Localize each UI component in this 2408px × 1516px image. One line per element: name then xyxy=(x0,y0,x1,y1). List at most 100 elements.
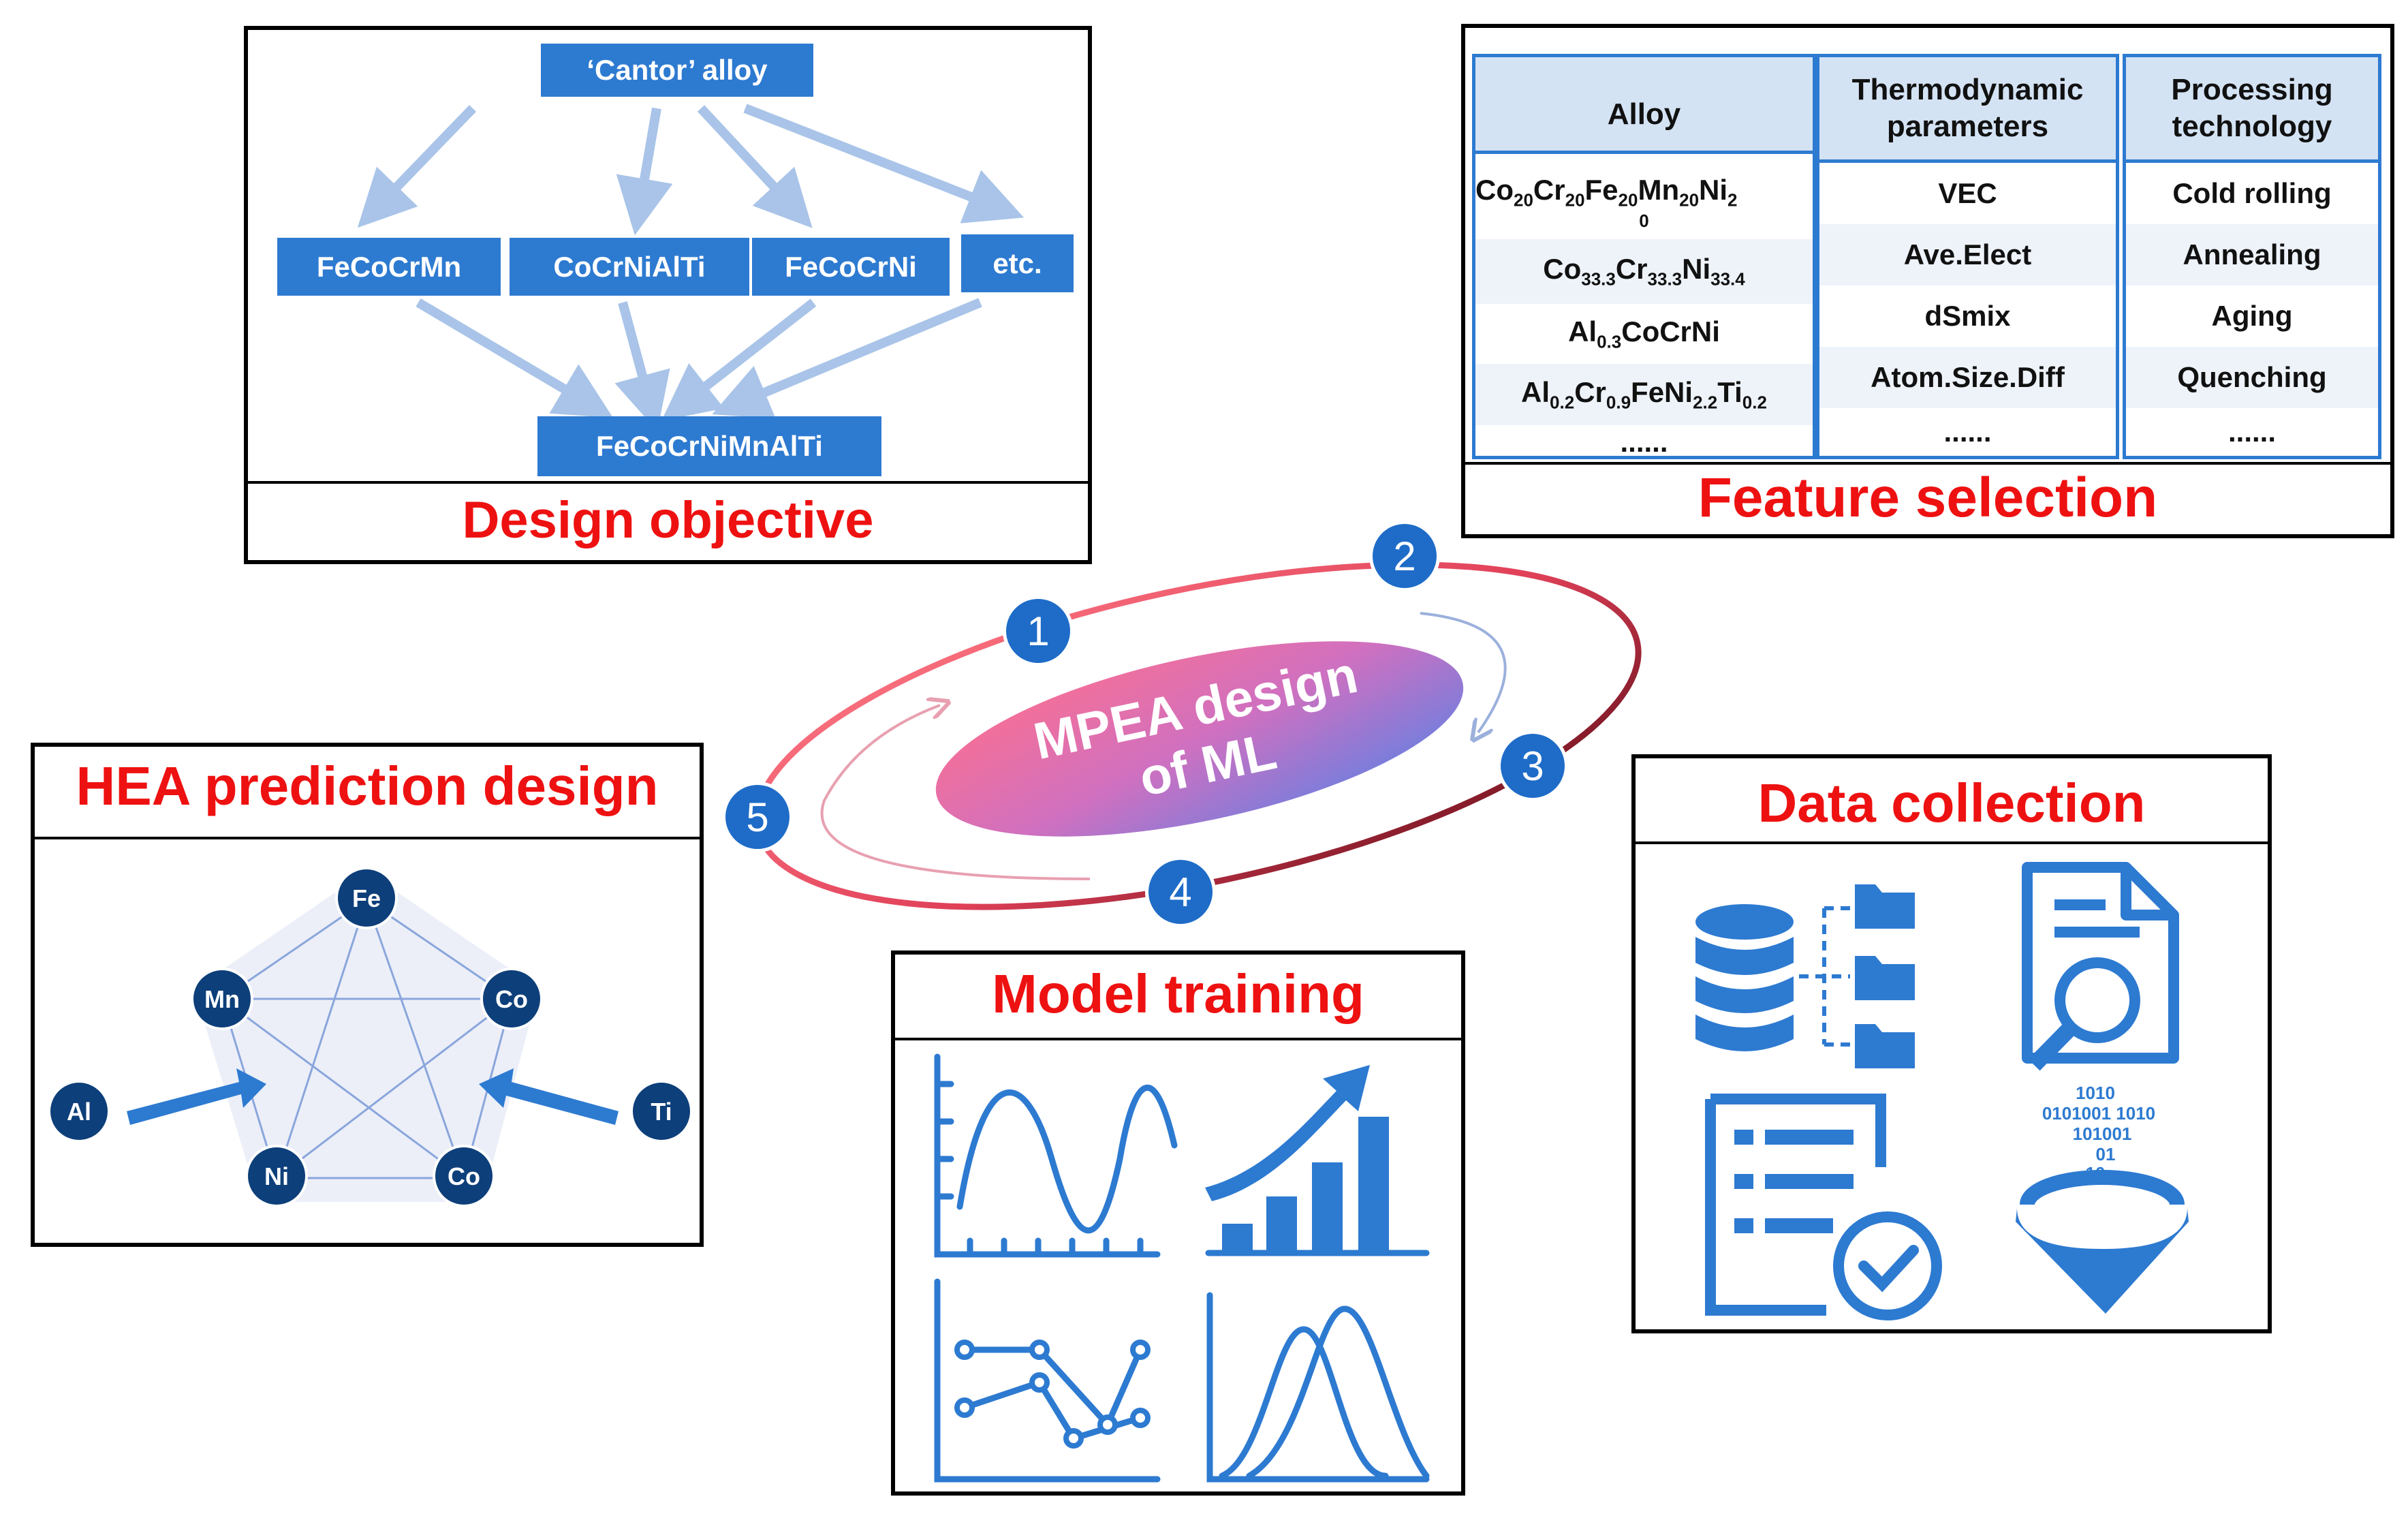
alloy-box-fecocrni: FeCoCrNi xyxy=(752,238,950,296)
node-al xyxy=(48,1080,110,1143)
design-objective-arrows xyxy=(357,104,1025,431)
center-pill xyxy=(935,641,1464,837)
thermo-value: ...... xyxy=(1943,416,1992,448)
thermo-row: Ave.Elect xyxy=(1819,224,2116,285)
star-edges xyxy=(219,897,515,1181)
hea-prediction-title: HEA prediction design xyxy=(76,756,659,816)
binary-line: 0101001 1010 xyxy=(2042,1103,2155,1124)
alloy-box-fecocrmn: FeCoCrMn xyxy=(277,238,501,296)
thermo-row: ...... xyxy=(1819,408,2116,456)
distribution-curves-icon xyxy=(1206,1292,1430,1483)
processing-row: Quenching xyxy=(2126,347,2378,408)
node-ti-label: Ti xyxy=(651,1098,672,1126)
model-training-panel: Model training xyxy=(891,950,1465,1496)
processing-row: Cold rolling xyxy=(2126,163,2378,224)
checklist-document-icon xyxy=(1705,1094,1942,1320)
thermo-row: dSmix xyxy=(1819,285,2116,347)
thermo-column-header: Thermodynamic parameters xyxy=(1819,57,2116,163)
node-ti xyxy=(630,1080,693,1143)
design-objective-title: Design objective xyxy=(462,491,874,549)
binary-line: 01 xyxy=(2096,1144,2116,1164)
processing-row: Aging xyxy=(2126,285,2378,347)
processing-value: ...... xyxy=(2227,416,2276,448)
alloy-box-cocrnialti: CoCrNiAlTi xyxy=(510,238,749,296)
step-badge-5: 5 xyxy=(722,782,793,852)
processing-value: Quenching xyxy=(2177,361,2327,393)
node-fe xyxy=(335,867,398,929)
thermo-row: VEC xyxy=(1819,163,2116,224)
divider xyxy=(895,1038,1461,1040)
design-objective-panel: ‘Cantor’ alloy FeCoCrMn CoCrNiAlTi FeCoC… xyxy=(244,26,1092,564)
node-co-bottom xyxy=(433,1145,495,1207)
alloy-formula: Co33.3Cr33.3Ni33.4 xyxy=(1543,253,1745,290)
processing-column-header: Processing technology xyxy=(2126,57,2378,163)
binary-line: 101001 xyxy=(2073,1124,2132,1144)
element-network: Fe Co Co Ni Mn Al Ti xyxy=(48,867,693,1207)
hea-prediction-panel: HEA prediction design Fe Co Co Ni Mn Al … xyxy=(31,743,704,1247)
divider xyxy=(1465,462,2390,465)
cycle-arrow-left xyxy=(820,705,1091,880)
processing-value: Annealing xyxy=(2183,238,2321,270)
alloy-row: Co33.3Cr33.3Ni33.4 xyxy=(1475,239,1813,304)
arrow-al-to-ni xyxy=(127,1068,266,1125)
node-co-bottom-label: Co xyxy=(448,1162,480,1190)
data-funnel-icon: 1010 0101001 1010 101001 01 10 xyxy=(2016,1083,2189,1314)
pentagon-background xyxy=(198,876,535,1202)
alloy-column: Alloy Co20Cr20Fe20Mn20Ni2 0 Co33.3Cr33.3… xyxy=(1472,54,1816,459)
feature-selection-title: Feature selection xyxy=(1698,467,2158,529)
alloy-box-etc: etc. xyxy=(961,234,1074,292)
database-folders-icon xyxy=(1695,884,1915,1068)
step-badge-4: 4 xyxy=(1145,856,1216,927)
cantor-alloy-box: ‘Cantor’ alloy xyxy=(541,44,813,97)
node-al-label: Al xyxy=(67,1098,91,1126)
node-co-right xyxy=(480,968,543,1030)
alloy-box-fecocrnimnalti: FeCoCrNiMnAlTi xyxy=(537,416,881,476)
document-search-icon xyxy=(2022,862,2179,1071)
sine-wave-icon xyxy=(934,1053,1178,1258)
thermo-value: VEC xyxy=(1938,177,1997,209)
processing-row: Annealing xyxy=(2126,224,2378,285)
alloy-formula: Al0.2Cr0.9FeNi2.2Ti0.2 xyxy=(1521,375,1767,413)
processing-value: Aging xyxy=(2211,300,2293,332)
step-badge-1: 1 xyxy=(1003,595,1074,666)
thermo-value: Atom.Size.Diff xyxy=(1871,361,2065,393)
alloy-formula-wrap: 0 xyxy=(1639,211,1649,232)
binary-line: 1010 xyxy=(2076,1083,2115,1103)
alloy-row: Co20Cr20Fe20Mn20Ni2 0 xyxy=(1475,154,1813,239)
data-collection-icons: 1010 0101001 1010 101001 01 10 xyxy=(1695,862,2189,1320)
feature-selection-panel: Alloy Co20Cr20Fe20Mn20Ni2 0 Co33.3Cr33.3… xyxy=(1461,24,2394,538)
alloy-row: ...... xyxy=(1475,425,1813,459)
data-collection-panel: Data collection xyxy=(1631,754,2272,1333)
node-mn-label: Mn xyxy=(204,985,240,1013)
divider xyxy=(1636,841,2268,844)
step-badge-3: 3 xyxy=(1497,730,1568,801)
thermo-row: Atom.Size.Diff xyxy=(1819,347,2116,408)
center-title-line1: MPEA design xyxy=(1029,646,1362,771)
alloy-row: Al0.3CoCrNi xyxy=(1475,304,1813,364)
model-training-title: Model training xyxy=(992,963,1364,1024)
node-mn xyxy=(191,968,253,1030)
alloy-formula: ...... xyxy=(1620,426,1668,458)
divider xyxy=(248,481,1088,484)
cycle-arrow-right xyxy=(1420,612,1507,732)
node-fe-label: Fe xyxy=(352,884,381,912)
thermo-value: Ave.Elect xyxy=(1903,238,2032,270)
node-ni-label: Ni xyxy=(264,1162,289,1190)
processing-row: ...... xyxy=(2126,408,2378,456)
thermo-value: dSmix xyxy=(1924,300,2011,332)
processing-value: Cold rolling xyxy=(2172,177,2332,209)
alloy-column-header: Alloy xyxy=(1475,57,1813,154)
processing-column: Processing technology Cold rolling Annea… xyxy=(2123,54,2381,459)
alloy-formula: Co20Cr20Fe20Mn20Ni2 xyxy=(1475,173,1738,211)
divider xyxy=(35,837,700,839)
data-collection-title: Data collection xyxy=(1757,773,2146,833)
arrow-ti-to-co xyxy=(479,1068,619,1125)
center-title-line2: of ML xyxy=(1134,722,1281,807)
model-training-icons xyxy=(934,1053,1430,1483)
alloy-formula: Al0.3CoCrNi xyxy=(1568,315,1720,352)
thermo-column: Thermodynamic parameters VEC Ave.Elect d… xyxy=(1816,54,2119,459)
alloy-row: Al0.2Cr0.9FeNi2.2Ti0.2 xyxy=(1475,364,1813,425)
node-ni xyxy=(245,1145,308,1207)
step-badge-2: 2 xyxy=(1369,521,1440,591)
node-co-right-label: Co xyxy=(495,985,528,1013)
